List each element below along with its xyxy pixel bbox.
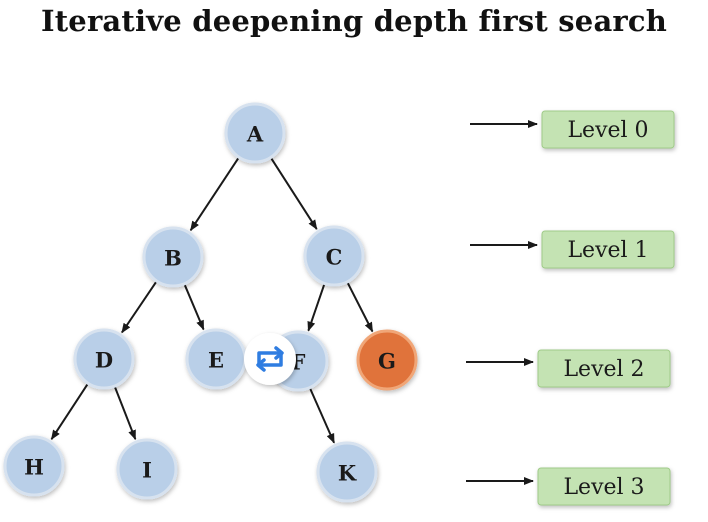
node-k: K (316, 441, 378, 503)
node-label: D (95, 348, 113, 373)
node-label: H (24, 455, 44, 480)
edge-b-e (182, 282, 205, 331)
node-h: H (3, 435, 65, 497)
edge-c-g (345, 280, 374, 333)
node-label: A (246, 122, 264, 147)
level-label: Level 3 (563, 475, 644, 500)
level-box (541, 230, 675, 269)
edge-a-c (269, 156, 318, 230)
edge-c-f (307, 282, 326, 332)
node-label: K (338, 461, 357, 486)
overlay-layer (244, 333, 296, 385)
node-label: B (164, 246, 182, 271)
edges-layer (50, 155, 374, 444)
node-circle (116, 438, 178, 500)
diagram-title: Iterative deepening depth first search (40, 4, 668, 38)
edge-f-k (308, 386, 335, 444)
edge-a-b (189, 155, 241, 232)
level-label: Level 0 (567, 118, 648, 143)
node-a: A (224, 102, 286, 164)
repeat-icon-top-stroke (257, 351, 281, 366)
level-box (541, 110, 675, 149)
node-e: E (185, 328, 247, 390)
node-circle (356, 329, 418, 391)
node-circle (303, 225, 365, 287)
level-box (537, 349, 671, 388)
node-d: D (73, 328, 135, 390)
edge-d-i (113, 384, 137, 441)
node-label: E (208, 348, 224, 373)
repeat-icon-background (244, 333, 296, 385)
node-label: I (142, 458, 152, 483)
node-circle (142, 226, 204, 288)
edge-d-h (50, 381, 90, 441)
repeat-icon-bottom-stroke (259, 352, 283, 367)
node-label: C (326, 245, 343, 270)
node-c: C (303, 225, 365, 287)
node-g: G (356, 329, 418, 391)
repeat-icon-bottom-head (256, 358, 266, 372)
node-b: B (142, 226, 204, 288)
level-indicator-0: Level 0 (470, 110, 675, 149)
edge-b-d (121, 279, 159, 334)
level-indicator-3: Level 3 (466, 467, 671, 506)
level-label: Level 1 (567, 238, 648, 263)
level-box (537, 467, 671, 506)
node-circle (73, 328, 135, 390)
node-label: G (378, 349, 396, 374)
level-label: Level 2 (563, 357, 644, 382)
level-indicator-2: Level 2 (466, 349, 671, 388)
node-i: I (116, 438, 178, 500)
node-circle (316, 441, 378, 503)
node-circle (224, 102, 286, 164)
levels-layer: Level 0 Level 1 Level 2 Level 3 (466, 110, 675, 506)
node-circle (3, 435, 65, 497)
repeat-icon[interactable] (244, 333, 296, 385)
level-indicator-1: Level 1 (470, 230, 675, 269)
